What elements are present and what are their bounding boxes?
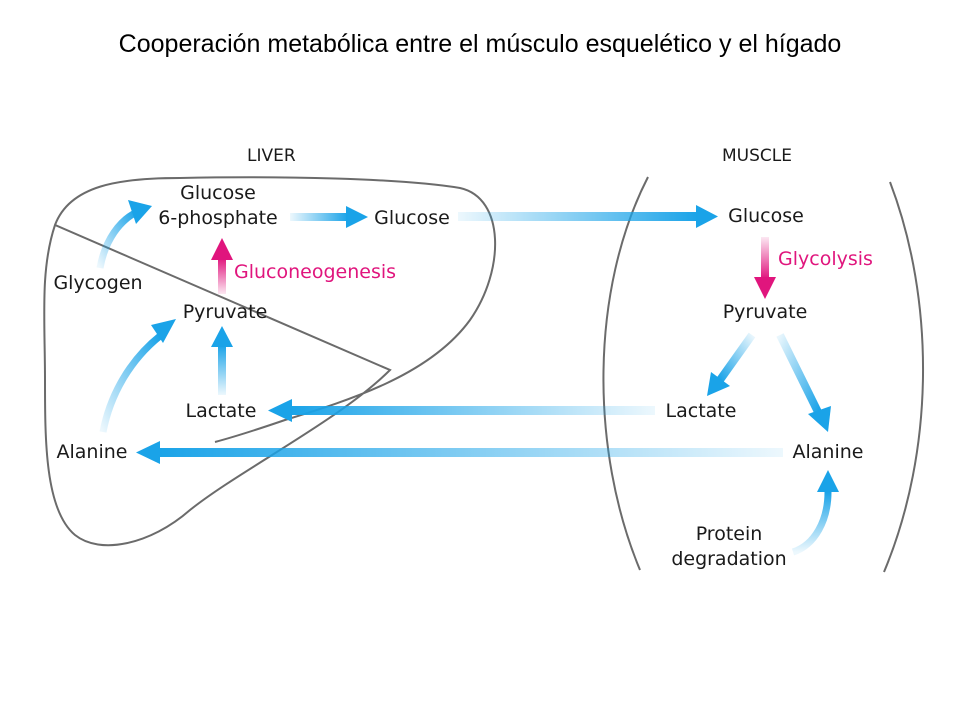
arrow-pyruvate-to-alanine <box>776 333 822 414</box>
arrow-pyruvate-to-lactate-head <box>707 372 730 396</box>
arrow-liver-glucose-to-muscle-glucose <box>458 212 698 221</box>
arrow-pyruvate-to-alanine-head <box>808 406 831 432</box>
muscle-left-boundary <box>602 176 649 571</box>
liver-region-label: LIVER <box>247 146 296 166</box>
liver-pyruvate-label: Pyruvate <box>183 301 268 323</box>
muscle-glucose-label: Glucose <box>728 205 804 227</box>
muscle-pyruvate-label: Pyruvate <box>723 301 808 323</box>
liver-alanine-label: Alanine <box>57 441 128 463</box>
arrow-glycolysis <box>761 237 769 279</box>
arrow-muscle-lactate-to-liver-lactate <box>290 406 655 415</box>
arrow-gluconeogenesis <box>218 258 226 294</box>
liver-gluconeogenesis-label: Gluconeogenesis <box>234 261 396 283</box>
arrow-gluconeogenesis-head <box>211 238 233 260</box>
liver-outline <box>43 176 496 547</box>
arrow-alanine-to-pyruvate-head <box>151 319 176 343</box>
muscle-glycolysis-label: Glycolysis <box>778 248 873 270</box>
muscle-alanine-label: Alanine <box>793 441 864 463</box>
page-title: Cooperación metabólica entre el músculo … <box>118 30 842 58</box>
arrow-glycogen-to-g6p-head <box>128 200 152 224</box>
arrow-lactate-to-pyruvate <box>218 345 226 395</box>
arrow-muscle-alanine-to-liver-alanine-head <box>136 441 160 464</box>
liver-glucose-label: Glucose <box>374 207 450 229</box>
liver-glucose6p-label-1: Glucose <box>180 182 256 204</box>
liver-lactate-label: Lactate <box>186 400 257 422</box>
liver-glycogen-label: Glycogen <box>53 272 142 294</box>
liver-glucose6p-label-2: 6-phosphate <box>158 207 277 229</box>
arrow-g6p-to-glucose <box>290 213 348 221</box>
arrow-glycogen-to-g6p <box>96 208 139 269</box>
arrow-muscle-alanine-to-liver-alanine <box>158 448 783 457</box>
arrow-lactate-to-pyruvate-head <box>211 326 233 347</box>
muscle-lactate-label: Lactate <box>666 400 737 422</box>
muscle-region-label: MUSCLE <box>722 146 792 166</box>
arrow-glycolysis-head <box>754 277 776 299</box>
arrow-protein-to-alanine-head <box>817 470 839 492</box>
arrow-protein-to-alanine <box>791 491 832 556</box>
arrow-muscle-lactate-to-liver-lactate-head <box>268 399 292 422</box>
arrow-g6p-to-glucose-head <box>346 206 368 228</box>
muscle-right-boundary <box>883 181 925 573</box>
muscle-protein-label-1: Protein <box>696 523 763 545</box>
arrow-alanine-to-pyruvate <box>99 333 163 433</box>
arrow-liver-glucose-to-muscle-glucose-head <box>696 205 718 228</box>
arrow-pyruvate-to-lactate <box>716 332 756 383</box>
muscle-protein-label-2: degradation <box>671 548 786 570</box>
